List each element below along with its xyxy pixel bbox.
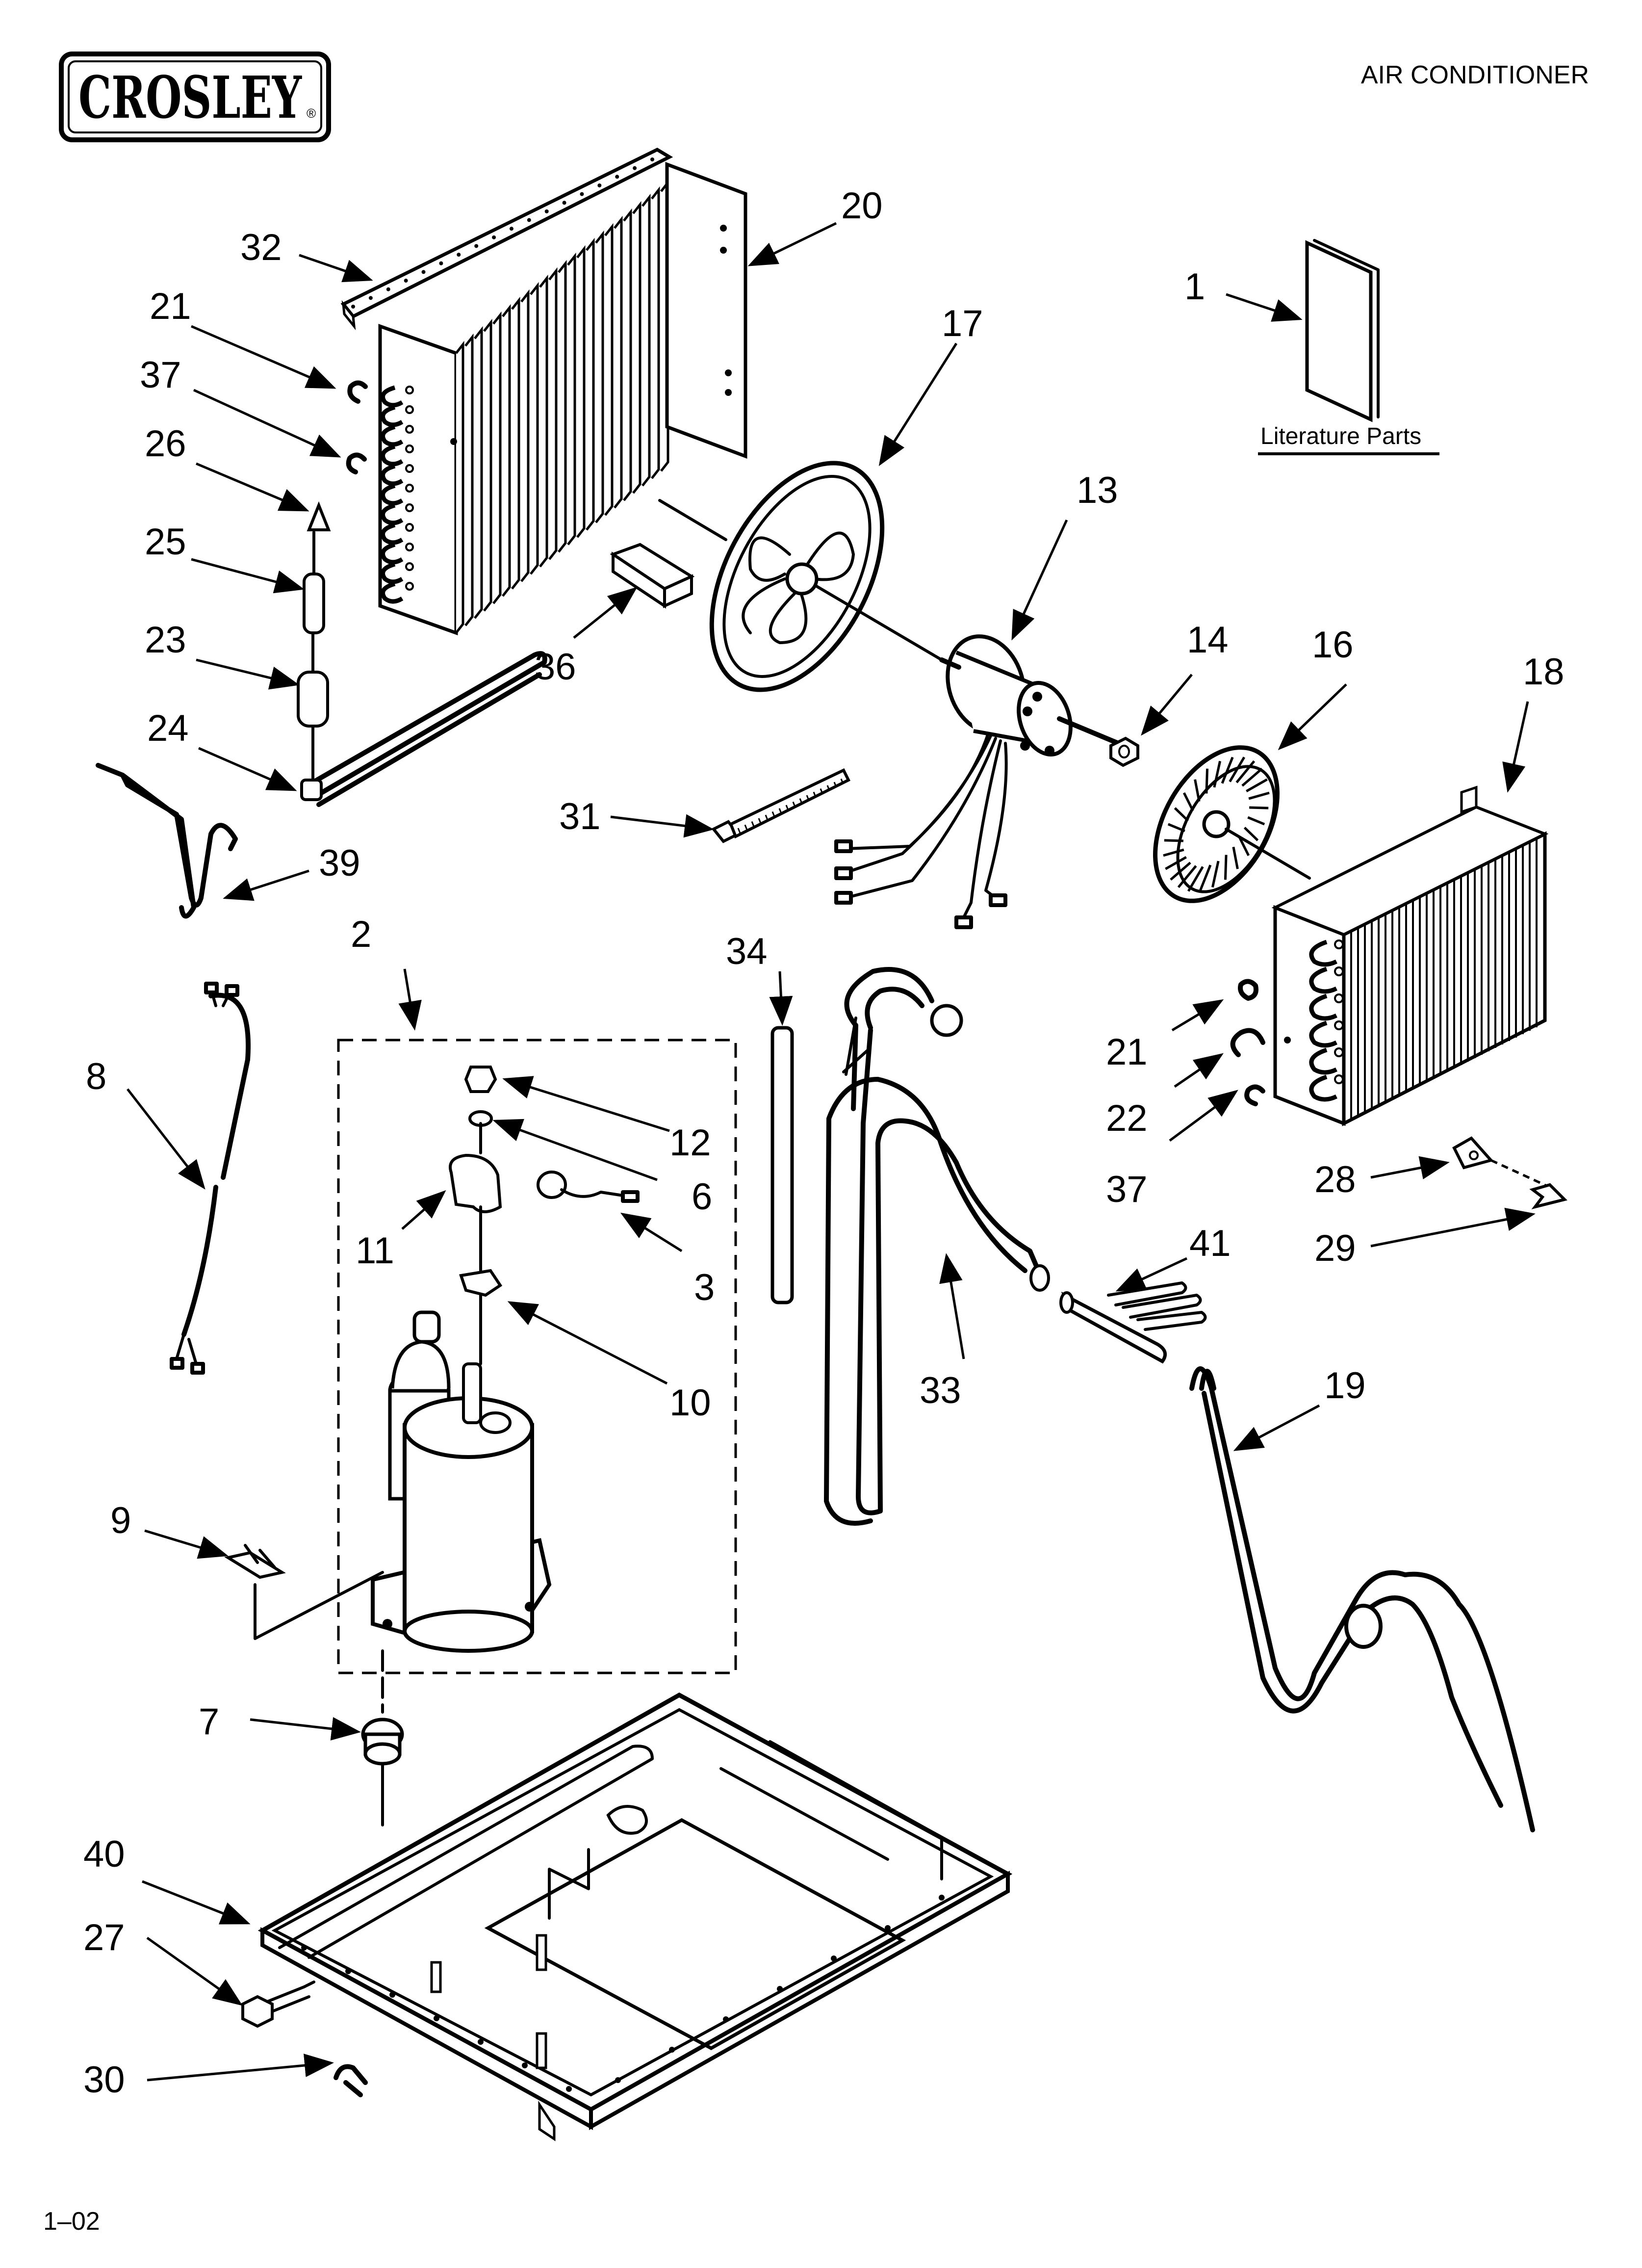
bracket-39 (96, 763, 238, 919)
callout-27: 27 (83, 1917, 125, 1958)
heater-element-24 (300, 651, 547, 807)
fan-motor-13 (939, 634, 1121, 756)
compressor-kit-box (337, 1039, 737, 1674)
capillary-tube-19 (1189, 1366, 1535, 1832)
callout-36: 36 (535, 646, 576, 688)
tube-assembly-41 (1059, 1281, 1207, 1364)
screw-27 (241, 1981, 315, 2028)
callout-22: 22 (1106, 1097, 1148, 1139)
callout-30: 30 (83, 2059, 125, 2101)
literature-parts-booklet: Literature Parts (1258, 239, 1439, 455)
tube-34 (770, 1026, 794, 1304)
product-title: AIR CONDITIONER (1361, 61, 1589, 89)
callout-10: 10 (669, 1382, 711, 1424)
registered-mark: ® (307, 106, 316, 121)
cable-tie-31 (711, 768, 851, 843)
condenser-coil (378, 161, 747, 635)
clip-21-right (1238, 979, 1258, 1001)
motor-wires (834, 732, 1008, 929)
callout-labels: 1 2 3 6 7 8 9 10 11 12 13 14 16 17 18 19… (83, 185, 1565, 2101)
callout-13: 13 (1077, 469, 1118, 511)
callout-25: 25 (145, 521, 186, 563)
callout-7: 7 (199, 1701, 219, 1743)
callout-37-right: 37 (1106, 1169, 1148, 1210)
callout-33: 33 (920, 1370, 961, 1411)
condenser-fan-17 (658, 461, 943, 692)
clip-21-left (347, 380, 368, 404)
blower-wheel-16 (1153, 745, 1311, 903)
seal-strip (340, 148, 673, 331)
suction-tube-33 (824, 967, 1050, 1526)
tube-25 (303, 531, 325, 634)
callout-18: 18 (1523, 651, 1565, 693)
callout-19: 19 (1324, 1365, 1366, 1407)
callout-21-left: 21 (150, 286, 191, 327)
evaporator-coil-18 (1271, 785, 1549, 1126)
callout-12: 12 (669, 1122, 711, 1164)
compressor-fittings (449, 1066, 640, 1365)
callout-31: 31 (559, 796, 601, 837)
literature-parts-label: Literature Parts (1260, 423, 1421, 449)
callout-28: 28 (1314, 1159, 1356, 1200)
nut-14 (1109, 736, 1139, 767)
callout-23: 23 (145, 619, 186, 661)
callout-40: 40 (83, 1833, 125, 1875)
callout-37-left: 37 (140, 354, 181, 396)
clip-37-left (346, 452, 367, 474)
crosley-logo: CROSLEY ® (59, 52, 331, 142)
callout-32: 32 (240, 227, 282, 268)
callout-9: 9 (110, 1500, 131, 1541)
callout-16: 16 (1312, 624, 1354, 666)
cap-26 (307, 501, 331, 531)
tube-23 (297, 631, 329, 782)
callout-39: 39 (319, 842, 360, 884)
leader-lines (127, 222, 1536, 2082)
callout-24: 24 (147, 707, 189, 749)
clip-9 (224, 1544, 384, 1640)
callout-20: 20 (841, 185, 883, 227)
callout-1: 1 (1184, 266, 1205, 308)
callout-34: 34 (726, 931, 768, 972)
callout-8: 8 (86, 1056, 106, 1097)
callout-3: 3 (694, 1267, 715, 1308)
callout-17: 17 (942, 303, 983, 344)
base-pan-40 (257, 1692, 1013, 2141)
clip-30 (334, 2064, 368, 2097)
grommet-7 (361, 1649, 404, 1826)
revision-code: 1–02 (43, 2207, 100, 2236)
callout-6: 6 (692, 1176, 712, 1218)
wire-harness-8 (170, 982, 251, 1375)
callout-2: 2 (351, 913, 371, 955)
bracket-28 (1452, 1136, 1551, 1189)
block-36 (610, 543, 695, 609)
callout-41: 41 (1189, 1223, 1231, 1264)
logo-text: CROSLEY (78, 63, 302, 131)
clip-22 (1230, 1028, 1265, 1057)
screw-29 (1529, 1183, 1567, 1209)
callout-21-right: 21 (1106, 1031, 1148, 1073)
clip-37-right (1244, 1084, 1265, 1106)
compressor (371, 1310, 552, 1653)
callout-29: 29 (1314, 1227, 1356, 1269)
callout-14: 14 (1187, 619, 1229, 661)
callout-26: 26 (145, 423, 186, 465)
callout-11: 11 (356, 1230, 394, 1272)
